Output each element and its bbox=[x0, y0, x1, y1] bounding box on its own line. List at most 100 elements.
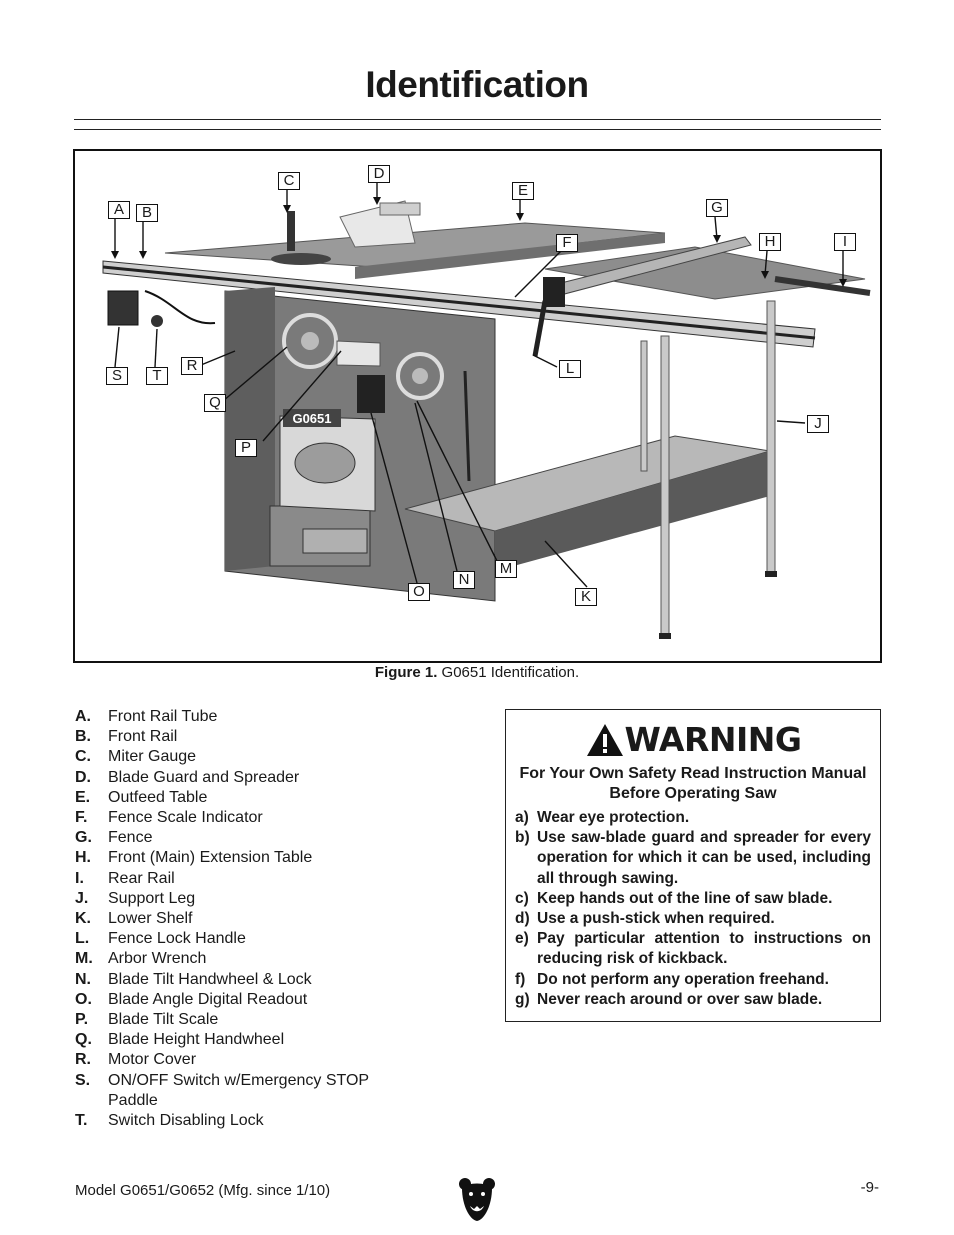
part-letter: K. bbox=[75, 910, 91, 928]
rule-text: Wear eye protection. bbox=[537, 809, 690, 826]
list-item: A.Front Rail Tube bbox=[75, 707, 415, 727]
rule-text: Never reach around or over saw blade. bbox=[537, 990, 823, 1008]
list-item: R.Motor Cover bbox=[75, 1050, 415, 1070]
blade-tilt-hub bbox=[412, 368, 428, 384]
warning-subheading: For Your Own Safety Read Instruction Man… bbox=[519, 765, 867, 802]
part-letter: N. bbox=[75, 970, 91, 988]
list-item: g)Never reach around or over saw blade. bbox=[515, 990, 871, 1010]
rule-letter: d) bbox=[515, 910, 530, 928]
list-item: G. Fence bbox=[75, 828, 415, 848]
part-letter: S. bbox=[75, 1071, 91, 1089]
rule-text: Use a push-stick when required. bbox=[537, 910, 775, 928]
rule-letter: b) bbox=[515, 829, 530, 847]
part-name: Outfeed Table bbox=[108, 788, 208, 806]
rule-letter: f) bbox=[515, 970, 526, 988]
list-item: J. Support Leg bbox=[75, 889, 415, 909]
rule-letter: a) bbox=[515, 809, 529, 826]
extension-table bbox=[544, 246, 866, 300]
list-item: F.Fence Scale Indicator bbox=[75, 808, 415, 828]
callout-f: F bbox=[556, 234, 578, 252]
callout-e: E bbox=[512, 182, 534, 200]
front-rail-tube bbox=[102, 265, 816, 340]
part-letter: G. bbox=[75, 829, 92, 847]
title-rule-bottom bbox=[74, 129, 881, 130]
part-letter: C. bbox=[75, 748, 91, 766]
fence-head bbox=[543, 277, 565, 307]
list-item: M. Arbor Wrench bbox=[75, 949, 415, 969]
table-saw-illustration: G0651 bbox=[102, 183, 871, 639]
part-letter: Q. bbox=[75, 1031, 92, 1049]
parts-list: A.Front Rail Tube B.Front Rail C.Miter G… bbox=[75, 707, 415, 1131]
callout-q: Q bbox=[204, 394, 226, 412]
figure-caption-text: G0651 Identification. bbox=[437, 664, 580, 681]
list-item: a) Wear eye protection. bbox=[515, 808, 871, 828]
grizzly-badge bbox=[294, 442, 356, 484]
digital-readout bbox=[357, 375, 385, 413]
part-letter: J. bbox=[75, 889, 89, 907]
warning-triangle-icon bbox=[586, 723, 623, 756]
part-name: Front Rail Tube bbox=[108, 708, 218, 725]
callout-j: J bbox=[807, 415, 829, 433]
list-item: e) Pay particular attention to instructio… bbox=[515, 929, 871, 969]
part-name: Arbor Wrench bbox=[108, 950, 207, 968]
part-letter: R. bbox=[75, 1051, 91, 1069]
list-item: b) Use saw-blade guard and spreader for e… bbox=[515, 828, 871, 889]
miter-gauge-base bbox=[271, 253, 331, 265]
part-letter: F. bbox=[75, 809, 88, 827]
list-item: C.Miter Gauge bbox=[75, 747, 415, 767]
list-item: d) Use a push-stick when required. bbox=[515, 909, 871, 929]
blade-height-hub bbox=[301, 332, 319, 350]
callout-d: D bbox=[368, 165, 390, 183]
blade-tilt-scale bbox=[336, 340, 381, 367]
list-item: P.Blade Tilt Scale bbox=[75, 1010, 415, 1030]
list-item: L.Fence Lock Handle bbox=[75, 929, 415, 949]
part-name: Switch Disabling Lock bbox=[108, 1112, 264, 1130]
spreader bbox=[379, 202, 421, 216]
warning-heading: WARNING bbox=[624, 720, 802, 759]
list-item: K.Lower Shelf bbox=[75, 909, 415, 929]
rule-text: Pay particular attention to instructions… bbox=[537, 930, 871, 968]
arbor-wrench bbox=[463, 370, 471, 482]
part-letter: B. bbox=[75, 728, 91, 746]
leader-arrowheads bbox=[111, 197, 847, 287]
switch-disabling-lock bbox=[151, 315, 163, 327]
leader-lines bbox=[114, 183, 844, 588]
part-letter: M. bbox=[75, 950, 93, 968]
rule-text: Do not perform any operation freehand. bbox=[537, 970, 829, 988]
part-letter: L. bbox=[75, 930, 90, 948]
list-item: f) Do not perform any operation freehand. bbox=[515, 970, 871, 990]
model-badge-plate bbox=[283, 409, 341, 427]
extreme-series-plate bbox=[302, 528, 368, 554]
leg-foot-right bbox=[765, 571, 777, 577]
switch-cable bbox=[144, 290, 216, 325]
page-number: -9- bbox=[860, 1179, 879, 1196]
page-title: Identification bbox=[365, 64, 589, 105]
callout-a: A bbox=[108, 201, 130, 219]
part-name: Blade Guard and Spreader bbox=[108, 768, 300, 786]
on-off-switch bbox=[107, 290, 139, 326]
callout-t: T bbox=[146, 367, 168, 385]
part-name: Fence bbox=[108, 829, 153, 847]
part-name: Support Leg bbox=[108, 889, 196, 907]
list-item: B.Front Rail bbox=[75, 727, 415, 747]
blade-height-handwheel bbox=[282, 313, 338, 369]
callout-o: O bbox=[408, 583, 430, 601]
rule-letter: e) bbox=[515, 930, 529, 948]
part-name: Blade Tilt Handwheel & Lock bbox=[108, 970, 312, 988]
miter-gauge-handle bbox=[287, 211, 295, 251]
support-leg-right bbox=[766, 300, 776, 574]
part-letter: D. bbox=[75, 768, 91, 786]
warning-header: WARNING bbox=[506, 720, 880, 759]
part-letter: O. bbox=[75, 990, 92, 1008]
list-item: D. Blade Guard and Spreader bbox=[75, 768, 415, 788]
leg-foot-front bbox=[659, 633, 671, 639]
callout-p: P bbox=[235, 439, 257, 457]
rule-text: Use saw-blade guard and spreader for eve… bbox=[537, 829, 871, 887]
list-item: N. Blade Tilt Handwheel & Lock bbox=[75, 970, 415, 990]
blade-tilt-handwheel bbox=[396, 352, 444, 400]
list-item: I.Rear Rail bbox=[75, 869, 415, 889]
grizzly-bear-logo-icon bbox=[459, 1178, 495, 1221]
cabinet-side bbox=[225, 287, 275, 571]
part-letter: P. bbox=[75, 1011, 89, 1029]
part-name: Front (Main) Extension Table bbox=[108, 849, 313, 867]
